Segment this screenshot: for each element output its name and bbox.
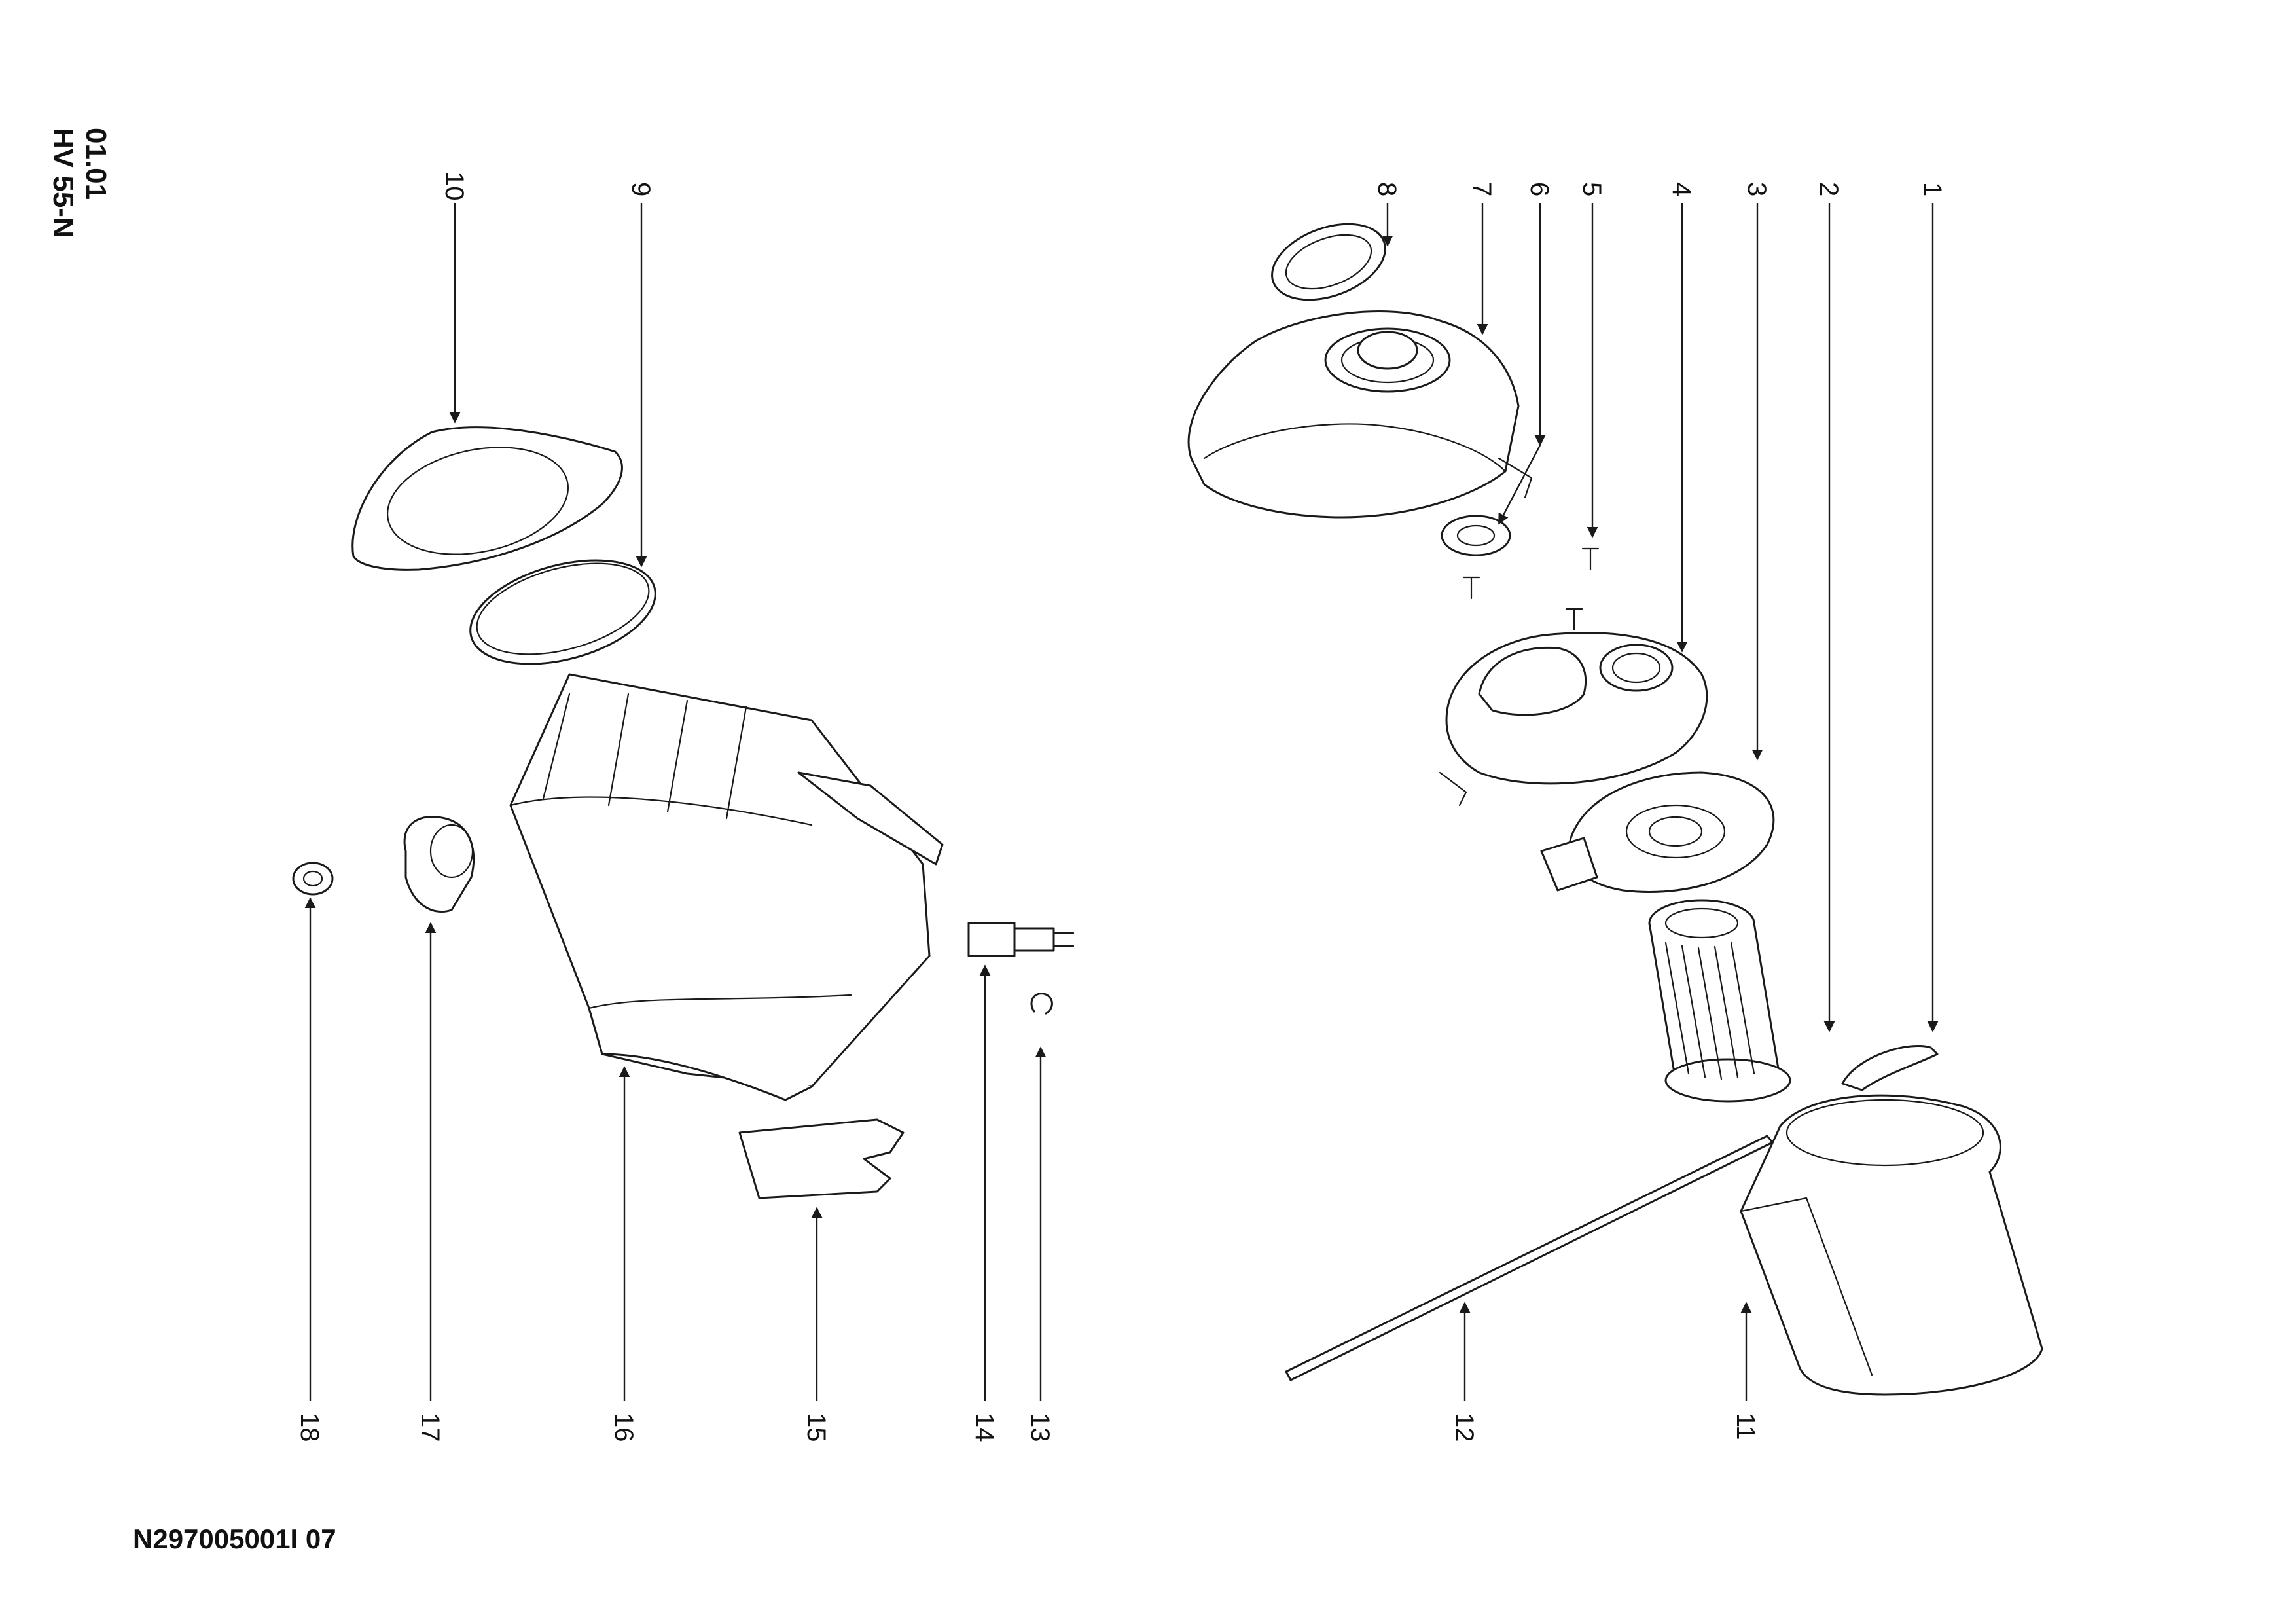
callout-11: 11 — [1731, 1413, 1760, 1440]
part-3-cyclone-plate — [1540, 771, 1775, 893]
callout-5: 5 — [1577, 182, 1606, 196]
callout-6: 6 — [1525, 182, 1554, 196]
part-10-gasket-frame — [351, 426, 623, 571]
callout-14: 14 — [970, 1413, 999, 1442]
part-12-rod — [1285, 1135, 1774, 1381]
part-7-top-cover — [1187, 310, 1533, 519]
callout-9: 9 — [626, 182, 655, 196]
callout-18: 18 — [295, 1413, 324, 1442]
leader-lines — [304, 203, 1939, 1401]
part-1-gasket — [1841, 1044, 1939, 1091]
part-4-upper-housing — [1439, 632, 1708, 807]
callout-1: 1 — [1918, 182, 1946, 196]
part-17-knob-housing — [403, 815, 475, 913]
callout-13: 13 — [1026, 1413, 1054, 1442]
callout-7: 7 — [1467, 182, 1496, 196]
part-6-washer — [1441, 515, 1511, 556]
document-number: N297005001I 07 — [133, 1523, 336, 1554]
part-16-main-body — [509, 673, 944, 1101]
part-2-pleated-filter — [1648, 899, 1791, 1103]
callout-12: 12 — [1450, 1413, 1479, 1442]
callout-2: 2 — [1814, 182, 1843, 196]
callout-4: 4 — [1667, 182, 1696, 196]
part-5-screws — [1462, 547, 1600, 631]
part-18-nut — [292, 862, 334, 896]
part-11-dust-bin — [1740, 1094, 2043, 1396]
part-13-clip — [1030, 993, 1053, 1015]
callout-8: 8 — [1372, 182, 1401, 196]
callout-3: 3 — [1742, 182, 1771, 196]
part-9-disc-filter — [469, 559, 656, 665]
callout-16: 16 — [609, 1413, 638, 1442]
callout-labels: 1 2 3 4 5 6 7 8 9 10 11 12 13 14 15 16 1… — [295, 172, 1946, 1442]
part-14-switch — [967, 922, 1075, 957]
header-block: 01.01 HV 55-N — [47, 128, 112, 238]
model-label: HV 55-N — [47, 128, 79, 238]
callout-10: 10 — [440, 172, 469, 201]
part-8-ring-seal — [1271, 223, 1386, 301]
callout-15: 15 — [802, 1413, 831, 1442]
part-15-bracket — [738, 1118, 905, 1199]
revision-label: 01.01 — [80, 128, 112, 200]
callout-17: 17 — [416, 1413, 444, 1442]
